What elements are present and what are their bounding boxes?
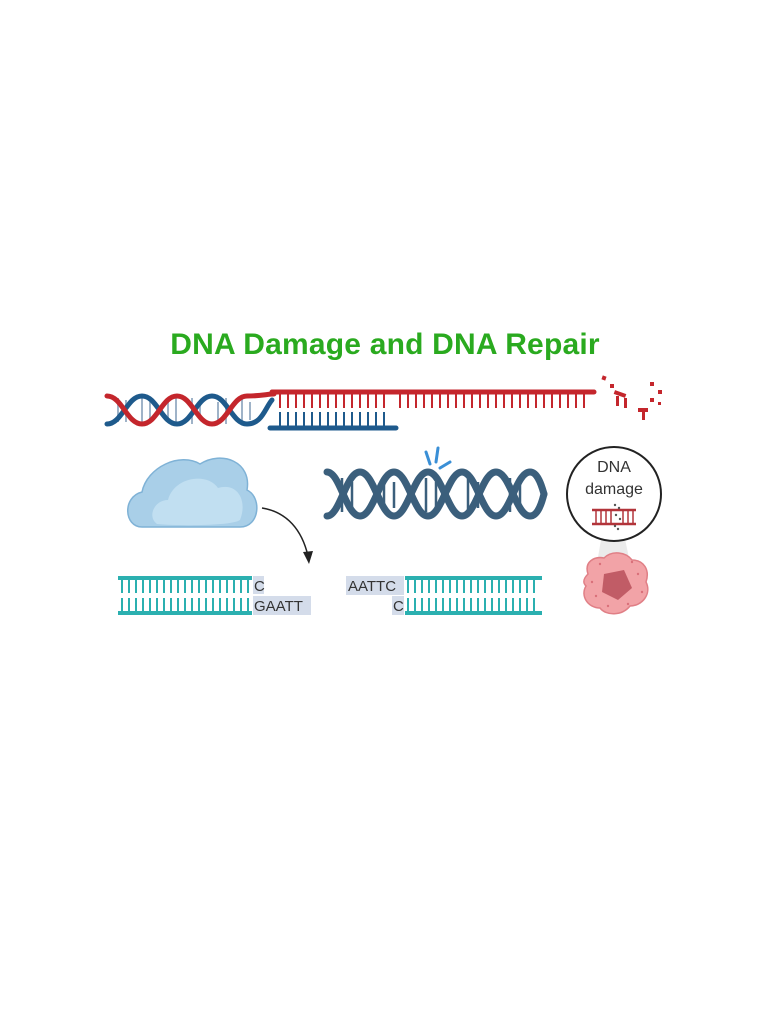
cloud-icon	[127, 457, 258, 528]
right-bottom-base: C	[393, 598, 404, 615]
left-top-base: C	[254, 578, 265, 595]
unwinding-dna-icon	[104, 375, 662, 431]
circle-label-line1: DNA	[597, 459, 631, 476]
magnifier-icon: DNA damage	[566, 446, 662, 592]
cell-icon	[583, 552, 649, 615]
right-cut-dna-icon: AATTC C	[346, 576, 542, 615]
circle-label-line2: damage	[585, 481, 643, 498]
left-bottom-overhang: GAATT	[254, 598, 303, 615]
dna-figure: DNA Damage and DNA Repair	[102, 312, 668, 632]
left-cut-dna-icon: C GAATT	[118, 576, 311, 615]
right-top-overhang: AATTC	[348, 578, 396, 595]
broken-fragments-icon	[601, 375, 662, 420]
dna-helix-icon	[323, 468, 548, 520]
arrow-icon	[261, 507, 313, 564]
diagram-canvas: C GAATT AATTC C	[104, 375, 662, 615]
lightning-icon	[424, 446, 452, 470]
mini-dna-damage-icon	[592, 503, 636, 531]
figure-title: DNA Damage and DNA Repair	[170, 328, 600, 361]
